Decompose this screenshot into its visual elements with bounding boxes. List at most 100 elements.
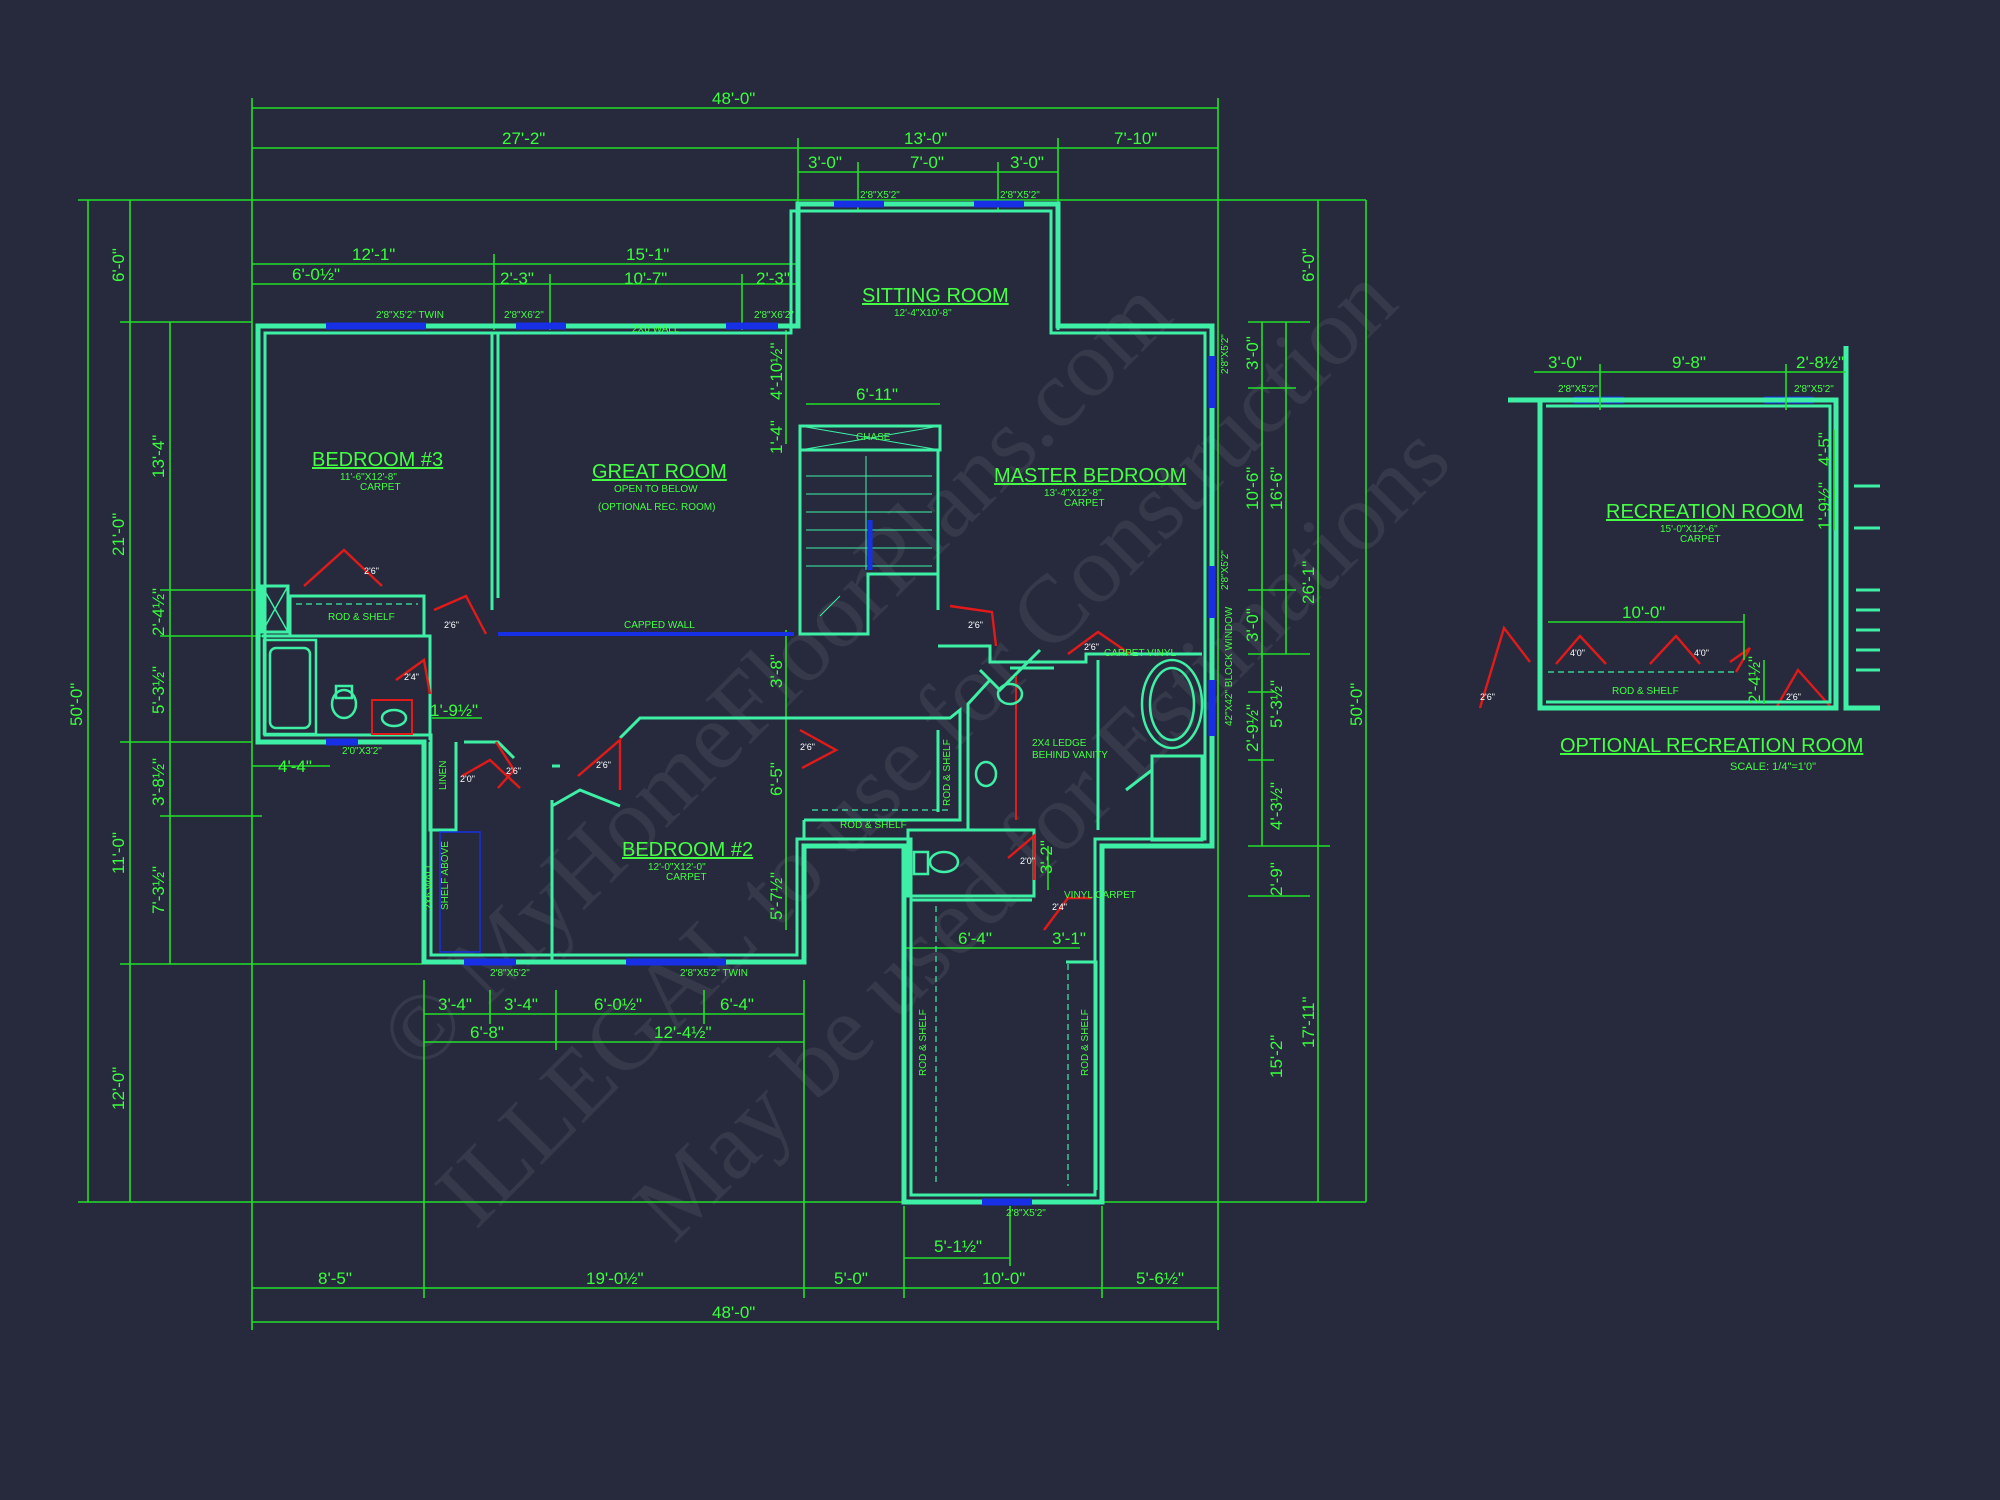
door-label-rec-1: 2'6" (1480, 692, 1495, 702)
dim-inner-f: 3'-2" (1037, 840, 1056, 874)
note-rod-shelf-b2v: ROD & SHELF (942, 739, 953, 806)
dim-bottom-p: 3'-1" (1052, 929, 1086, 948)
dim-rec-b: 9'-8" (1672, 353, 1706, 372)
dim-rec-d: 4'-5" (1815, 432, 1834, 466)
plan-notes: ROD & SHELF CAPPED WALL CHASE 2X4 LEDGE … (328, 432, 1679, 1076)
dimension-lines (78, 98, 1367, 1330)
block-window-label: 42"X42" BLOCK WINDOW (1224, 606, 1235, 726)
room-recreation-room: RECREATION ROOM (1606, 501, 1803, 523)
door-label-8: 2'6" (968, 620, 983, 630)
dim-bottom-c: 5'-0" (834, 1269, 868, 1288)
note-capped-wall: CAPPED WALL (624, 620, 695, 631)
room-labels: BEDROOM #3 11'-6"X12'-8" CARPET GREAT RO… (312, 285, 1803, 883)
door-label-2: 2'6" (444, 620, 459, 630)
interior-walls (260, 326, 1204, 1190)
dim-right-j: 4'-3½" (1267, 782, 1286, 830)
door-label-rec-2: 4'0" (1570, 648, 1585, 658)
chase-box (260, 584, 290, 634)
dim-right-h: 5'-3½" (1267, 680, 1286, 728)
dim-bottom-n: 1'-9½" (430, 701, 478, 720)
dim-bottom-g: 3'-4" (438, 995, 472, 1014)
door-label-1: 2'6" (364, 566, 379, 576)
dim-top-a: 27'-2" (502, 129, 545, 148)
dim-rec-g: 2'-4½" (1745, 656, 1764, 704)
dim-bottom-m: 4'-4" (278, 757, 312, 776)
dim-top-l: 2'-3" (756, 269, 790, 288)
dimension-labels: 48'-0" 27'-2" 13'-0" 7'-10" 3'-0" 7'-0" … (67, 89, 1366, 1322)
door-label-5: 2'0" (460, 774, 475, 784)
note-rod-shelf-wic1: ROD & SHELF (918, 1009, 929, 1076)
dim-inner-a: 4'-10½" (767, 343, 786, 400)
room-great-room-sub1: OPEN TO BELOW (614, 484, 698, 495)
dim-bottom-b: 19'-0½" (586, 1269, 643, 1288)
note-wall-2x6-v: 2X6 WALL (424, 862, 435, 910)
dim-right-c: 17'-11" (1299, 997, 1318, 1049)
door-label-rec-4: 2'6" (1786, 692, 1801, 702)
window-label-rec2: 2'8"X5'2" (1794, 384, 1834, 395)
note-chase: CHASE (856, 432, 891, 443)
room-master-bedroom: MASTER BEDROOM (994, 465, 1186, 487)
watermark: © MyHomeFloorPlans.com ILLEGAL to use fo… (358, 245, 1469, 1260)
dim-bottom-a: 8'-5" (318, 1269, 352, 1288)
doors (303, 548, 1831, 931)
room-bedroom-2-floor: CARPET (666, 872, 707, 883)
room-bedroom-3-size: 11'-6"X12'-8" (340, 472, 397, 483)
dim-bottom-e: 5'-6½" (1136, 1269, 1184, 1288)
dim-left-c: 11'-0" (109, 832, 128, 874)
dim-left-d: 12'-0" (109, 1067, 128, 1110)
toilet-master (928, 850, 960, 874)
door-label-10: 2'0" (1020, 856, 1035, 866)
dim-right-a: 6'-0" (1299, 248, 1318, 282)
window-labels: 2'8"X5'2" TWIN 2'8"X6'2" 2X6 WALL 2'8"X6… (342, 190, 1834, 1219)
dim-left-f: 2'-4½" (149, 588, 168, 636)
note-linen: LINEN (438, 761, 449, 790)
dim-top-e: 7'-0" (910, 153, 944, 172)
watermark-line-3: May be used for Estimations (613, 404, 1469, 1260)
dim-top-g: 12'-1" (352, 245, 395, 264)
window-label-b3: 2'8"X5'2" TWIN (376, 310, 444, 321)
stairs (806, 456, 932, 617)
dim-right-g: 16'-6" (1267, 467, 1286, 510)
dim-bottom-overall: 48'-0" (712, 1303, 755, 1322)
room-sitting-room: SITTING ROOM (862, 285, 1009, 307)
dim-left-b: 21'-0" (109, 513, 128, 556)
dim-left-overall: 50'-0" (67, 683, 86, 726)
room-bedroom-2-size: 12'-0"X12'-0" (648, 862, 706, 873)
dim-top-c: 7'-10" (1114, 129, 1157, 148)
room-sitting-room-size: 12'-4"X10'-8" (894, 308, 952, 319)
window-label-bath: 2'0"X3'2" (342, 746, 382, 757)
bath3-tub (262, 638, 318, 736)
dim-right-d: 3'-0" (1243, 336, 1262, 370)
window-label-b2b: 2'8"X5'2" TWIN (680, 968, 748, 979)
sink-2 (974, 760, 998, 788)
room-great-room-sub2: (OPTIONAL REC. ROOM) (598, 502, 715, 513)
watermark-line-2: ILLEGAL to use for Construction (415, 245, 1416, 1246)
note-ledge-1: 2X4 LEDGE (1032, 738, 1087, 749)
sink-bath3 (380, 708, 408, 728)
door-labels: 2'6" 2'6" 2'4" 2'6" 2'0" 2'6" 2'6" 2'6" … (364, 566, 1801, 912)
room-great-room: GREAT ROOM (592, 461, 727, 483)
dim-top-k: 10'-7" (624, 269, 667, 288)
dim-bottom-k: 6'-8" (470, 1023, 504, 1042)
dim-right-l: 15'-2" (1267, 1035, 1286, 1078)
window-label-gr2: 2'8"X6'2" (754, 310, 794, 321)
dim-right-overall: 50'-0" (1347, 683, 1366, 726)
dim-rec-f: 10'-0" (1622, 603, 1665, 622)
room-bedroom-3: BEDROOM #3 (312, 449, 443, 471)
note-rod-shelf-rec: ROD & SHELF (1612, 686, 1679, 697)
optional-recreation-title: OPTIONAL RECREATION ROOM (1560, 735, 1863, 757)
dim-bottom-o: 6'-4" (958, 929, 992, 948)
dim-right-b: 26'-1" (1299, 561, 1318, 604)
window-label-rec1: 2'8"X5'2" (1558, 384, 1598, 395)
chase (798, 424, 942, 452)
dim-bottom-j: 6'-4" (720, 995, 754, 1014)
dim-left-h: 3'-8½" (149, 758, 168, 806)
window-label-mb1: 2'8"X5'2" (1220, 334, 1231, 374)
dim-rec-c: 2'-8½" (1796, 353, 1844, 372)
note-shelf-above: SHELF ABOVE (440, 841, 451, 910)
optional-recreation-scale: SCALE: 1/4"=1'0" (1730, 761, 1816, 773)
dim-bottom-f: 5'-1½" (934, 1237, 982, 1256)
door-label-4: 2'6" (506, 766, 521, 776)
dim-top-h: 15'-1" (626, 245, 669, 264)
